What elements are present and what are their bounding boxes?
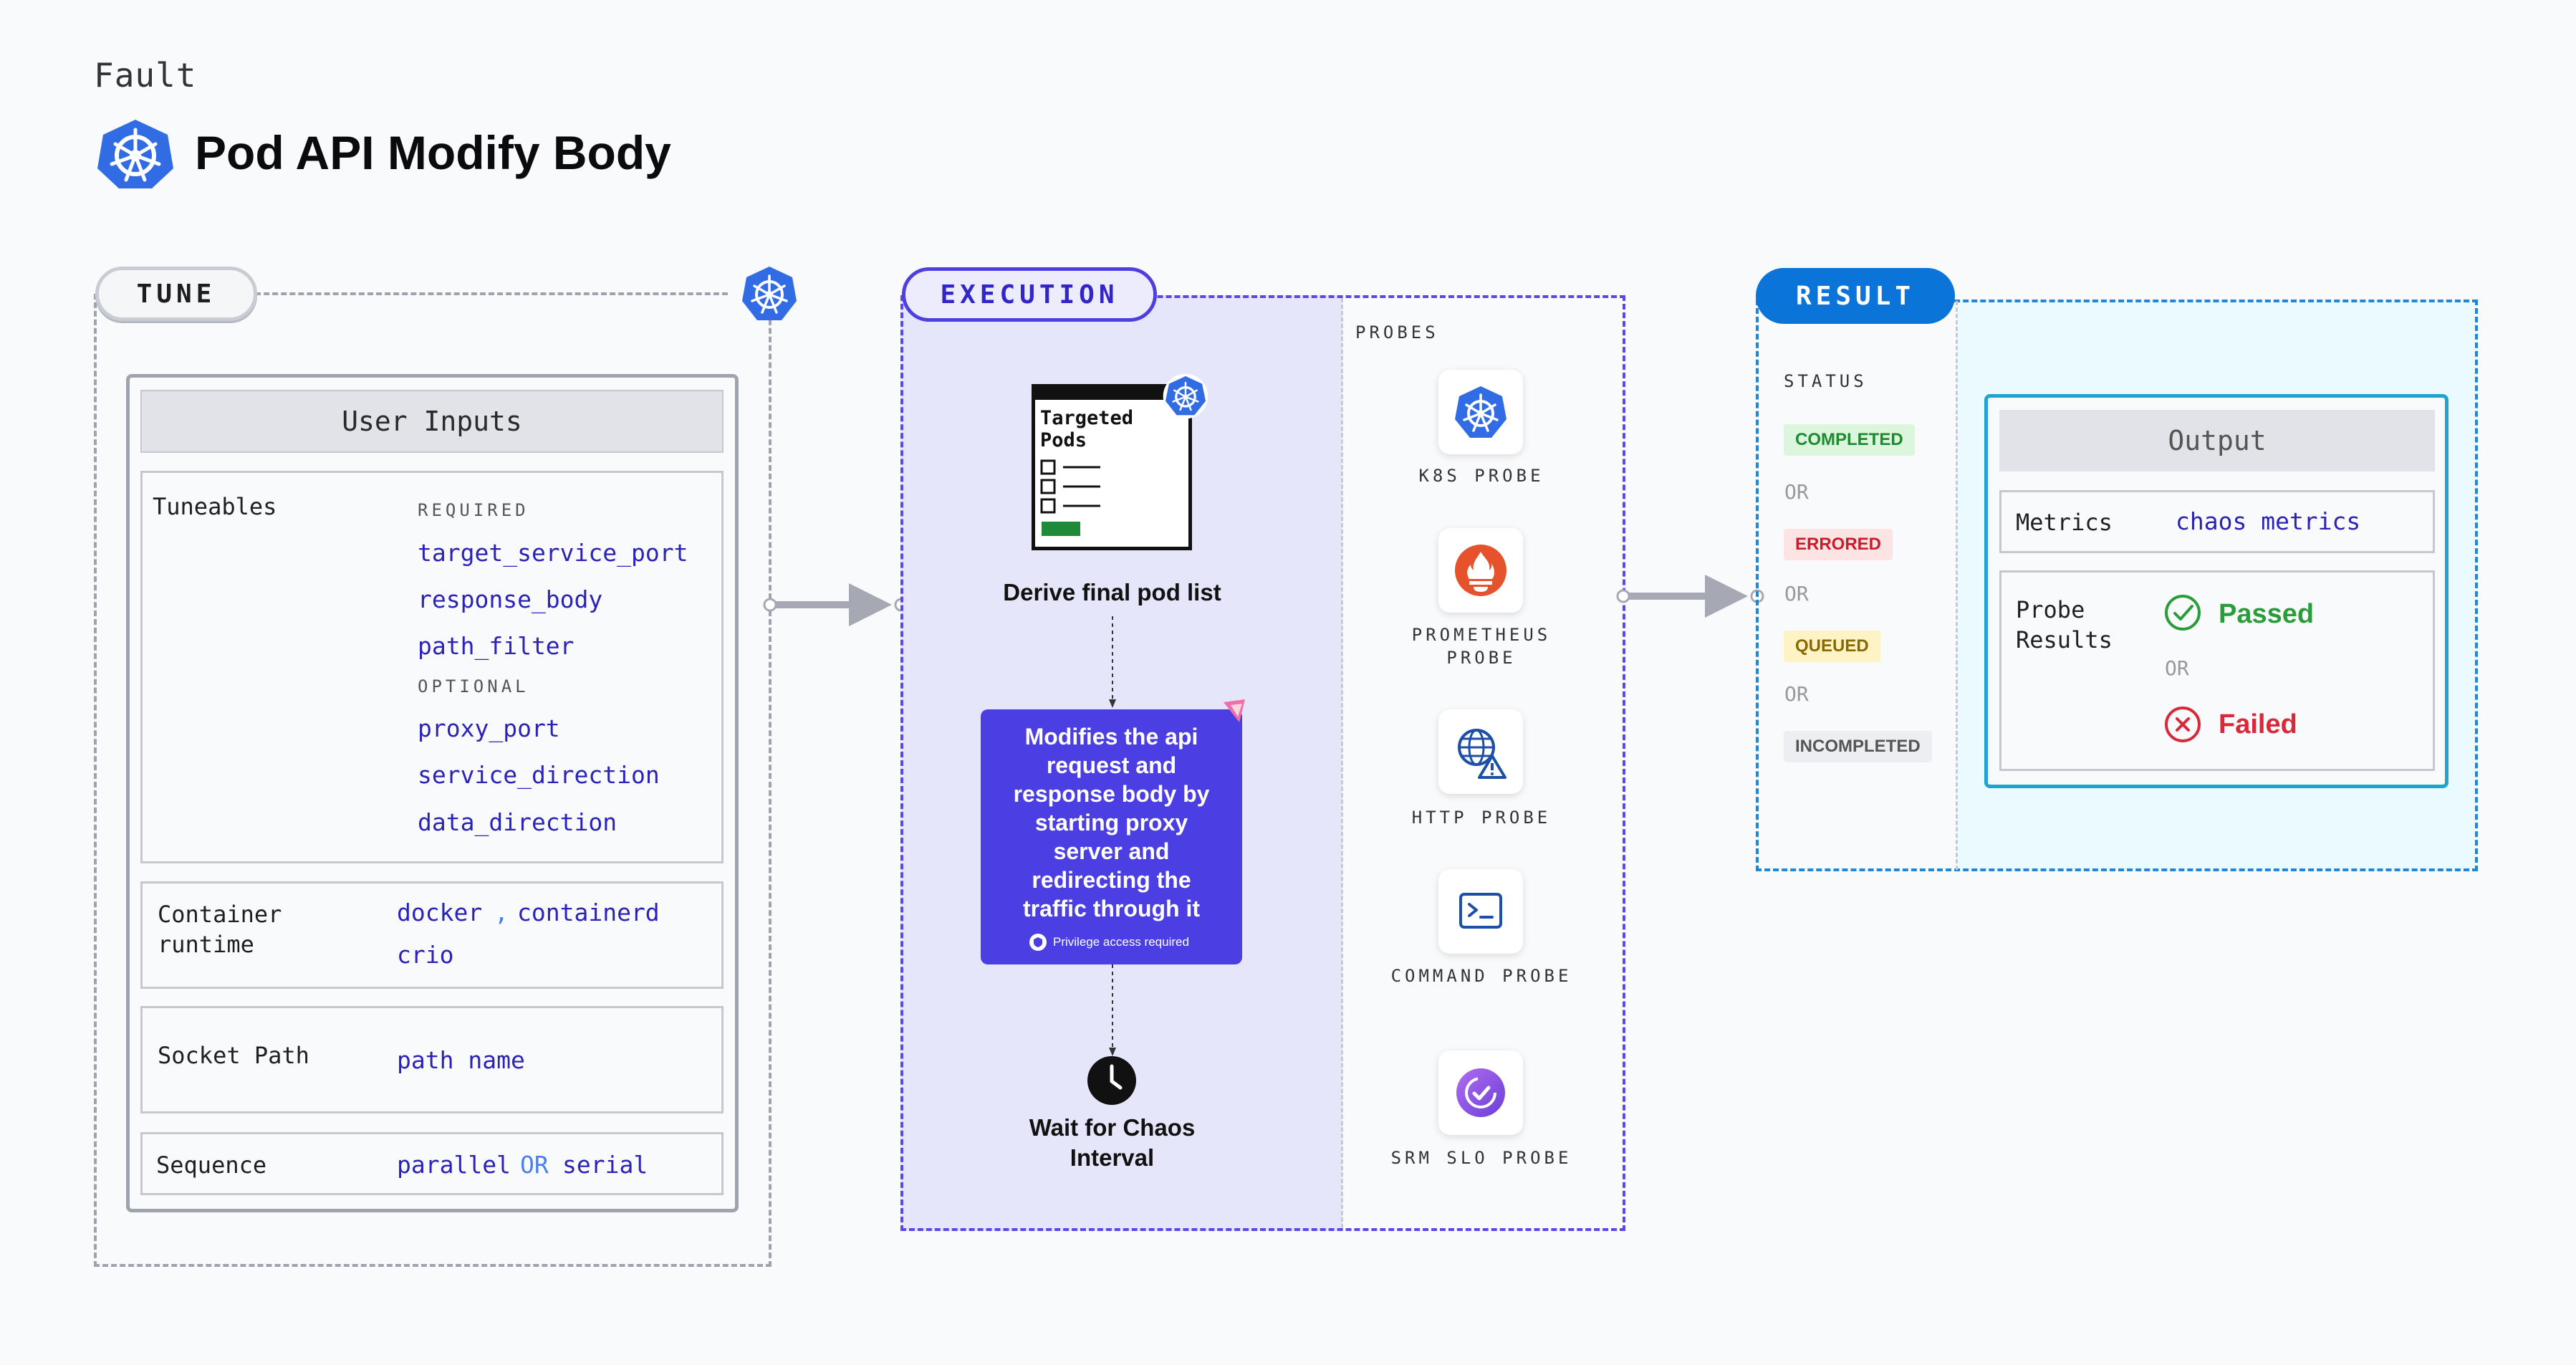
param-data-direction: data_direction (418, 808, 617, 836)
terminal-icon (1459, 893, 1502, 929)
kubernetes-icon (742, 267, 797, 320)
status-queued-badge: QUEUED (1784, 631, 1880, 662)
prometheus-icon (1455, 545, 1506, 596)
container-runtime-panel (140, 881, 724, 989)
sequence-or: OR (520, 1151, 549, 1179)
or-text-3: OR (1784, 682, 1809, 706)
required-label: REQUIRED (418, 500, 529, 520)
result-section (1756, 300, 2478, 871)
user-inputs-header: User Inputs (140, 390, 724, 453)
param-path-filter: path_filter (418, 632, 575, 660)
probe-passed-text: Passed (2219, 599, 2315, 629)
targeted-pods-card-bar (1032, 384, 1192, 400)
command-probe-label: COMMAND PROBE (1390, 966, 1572, 986)
probe-failed-text: Failed (2219, 709, 2297, 739)
probe-results-label: Probe Results (2016, 596, 2113, 653)
result-divider (1956, 301, 1958, 870)
http-probe-card (1438, 709, 1523, 794)
k8s-probe-card (1438, 370, 1523, 454)
srm-slo-probe-label: SRM SLO PROBE (1390, 1148, 1572, 1168)
step-derive-pod-list: Derive final pod list (1003, 579, 1221, 605)
chaos-badge-icon (1224, 699, 1245, 722)
status-incompleted-badge: INCOMPLETED (1784, 731, 1932, 762)
execution-pill: EXECUTION (902, 267, 1157, 322)
param-service-direction: service_direction (418, 761, 660, 789)
runtime-crio: crio (397, 941, 454, 969)
runtime-docker: docker (397, 899, 483, 926)
or-text-2: OR (1784, 582, 1809, 605)
clock-icon (1087, 1056, 1136, 1105)
page-title: Pod API Modify Body (195, 126, 671, 179)
step-modify-body: Modifies the api request and response bo… (1013, 724, 1210, 921)
x-circle-icon (2165, 707, 2201, 742)
tune-top-border (255, 292, 728, 295)
metrics-label: Metrics (2016, 509, 2113, 536)
kubernetes-logo-icon (97, 120, 173, 188)
or-text-1: OR (1784, 480, 1809, 504)
status-completed-badge: COMPLETED (1784, 424, 1915, 456)
or-text-4: OR (2165, 656, 2189, 680)
sequence-serial: serial (562, 1151, 648, 1179)
execution-divider (1341, 298, 1343, 1228)
connector-2 (1109, 964, 1116, 1056)
optional-label: OPTIONAL (418, 676, 529, 696)
http-probe-label: HTTP PROBE (1411, 808, 1552, 828)
result-pill: RESULT (1756, 268, 1955, 324)
http-globe-icon (1458, 729, 1506, 779)
tuneables-label: Tuneables (153, 493, 277, 520)
kubernetes-icon (1163, 373, 1208, 419)
targeted-pods-title: Targeted Pods (1040, 407, 1134, 451)
socket-path-value: path name (397, 1046, 525, 1074)
metrics-value: chaos metrics (2176, 507, 2361, 535)
prometheus-probe-label: PROMETHEUS PROBE (1411, 625, 1552, 668)
metrics-row (1999, 490, 2435, 553)
status-errored-badge: ERRORED (1784, 529, 1893, 560)
checklist-icon (1040, 459, 1100, 536)
arrow-execution-to-result (1616, 575, 1764, 618)
container-runtime-label: Container runtime (158, 901, 282, 958)
privilege-note: Privilege access required (1053, 935, 1189, 949)
tune-pill: TUNE (95, 267, 257, 321)
param-proxy-port: proxy_port (418, 714, 560, 742)
param-response-body: response_body (418, 585, 603, 613)
param-target-service-port: target_service_port (418, 539, 688, 567)
tuneables-panel (140, 471, 724, 863)
probes-label: PROBES (1355, 322, 1439, 343)
k8s-icon (1455, 386, 1506, 438)
tune-section (94, 294, 772, 1267)
command-probe-card (1438, 869, 1523, 954)
connector-1 (1109, 616, 1116, 708)
step-wait-chaos-interval: Wait for Chaos Interval (1029, 1114, 1196, 1171)
prometheus-probe-card (1438, 528, 1523, 613)
status-label: STATUS (1784, 371, 1868, 391)
socket-path-label: Socket Path (158, 1042, 309, 1069)
fault-label: Fault (94, 56, 197, 95)
shield-icon (1029, 934, 1047, 951)
arrow-tune-to-execution (763, 583, 908, 626)
modify-body-step-card (981, 709, 1242, 964)
srm-slo-probe-card (1438, 1050, 1523, 1135)
k8s-probe-label: K8S PROBE (1418, 466, 1544, 486)
srm-slo-icon (1456, 1068, 1505, 1117)
runtime-separator: , (494, 899, 509, 926)
check-circle-icon (2165, 595, 2201, 631)
socket-path-panel (140, 1006, 724, 1113)
sequence-label: Sequence (156, 1151, 267, 1179)
sequence-panel (140, 1132, 724, 1195)
probe-results-row (1999, 570, 2435, 771)
sequence-parallel: parallel (397, 1151, 511, 1179)
execution-section (900, 295, 1625, 1231)
output-header: Output (1999, 410, 2435, 471)
runtime-containerd: containerd (517, 899, 660, 926)
